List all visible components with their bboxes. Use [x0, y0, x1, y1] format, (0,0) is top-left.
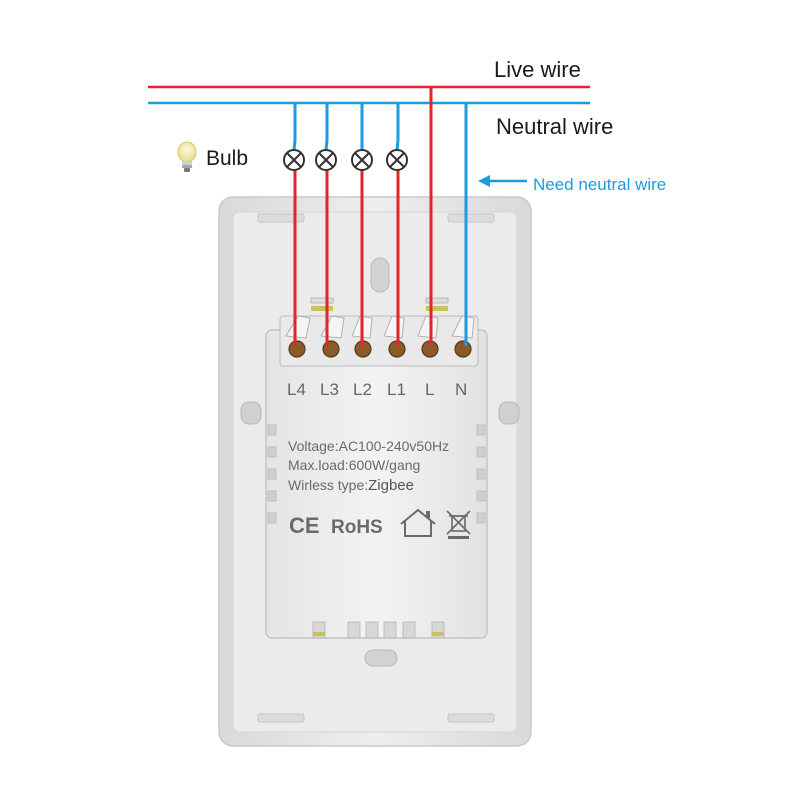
neutral-wire-label: Neutral wire: [496, 114, 613, 139]
terminal-label-l4: L4: [287, 380, 306, 399]
lamp-symbol-3: [351, 149, 373, 171]
wiring: [148, 85, 590, 346]
terminal-label-l2: L2: [353, 380, 372, 399]
svg-text:Wirless type:Zigbee: Wirless type:Zigbee: [288, 477, 414, 494]
ce-mark: CE: [289, 513, 320, 538]
spec-label: Voltage:AC100-240v50Hz Max.load:600W/gan…: [288, 438, 449, 494]
lamp-symbols: [283, 149, 408, 171]
terminal-label-l1: L1: [387, 380, 406, 399]
terminal-label-l3: L3: [320, 380, 339, 399]
lamp-symbol-1: [283, 149, 305, 171]
wireless-value: Zigbee: [368, 477, 414, 494]
terminal-label-n: N: [455, 380, 467, 399]
terminal-label-l: L: [425, 380, 434, 399]
need-neutral-label: Need neutral wire: [533, 175, 666, 194]
certification-marks: CE RoHS: [289, 508, 471, 539]
bulb-label: Bulb: [206, 147, 248, 170]
bulb-icon: [177, 141, 197, 172]
rohs-mark: RoHS: [331, 517, 383, 538]
lamp-symbol-4: [386, 149, 408, 171]
max-load-spec: Max.load:600W/gang: [288, 457, 420, 473]
voltage-spec: Voltage:AC100-240v50Hz: [288, 438, 449, 454]
lamp-symbol-2: [315, 149, 337, 171]
weee-bin-icon: [446, 510, 471, 539]
terminal-labels: L4 L3 L2 L1 L N: [287, 380, 467, 399]
house-icon: [400, 508, 436, 537]
wireless-prefix: Wirless type:: [288, 477, 368, 493]
live-wire-label: Live wire: [494, 57, 581, 82]
